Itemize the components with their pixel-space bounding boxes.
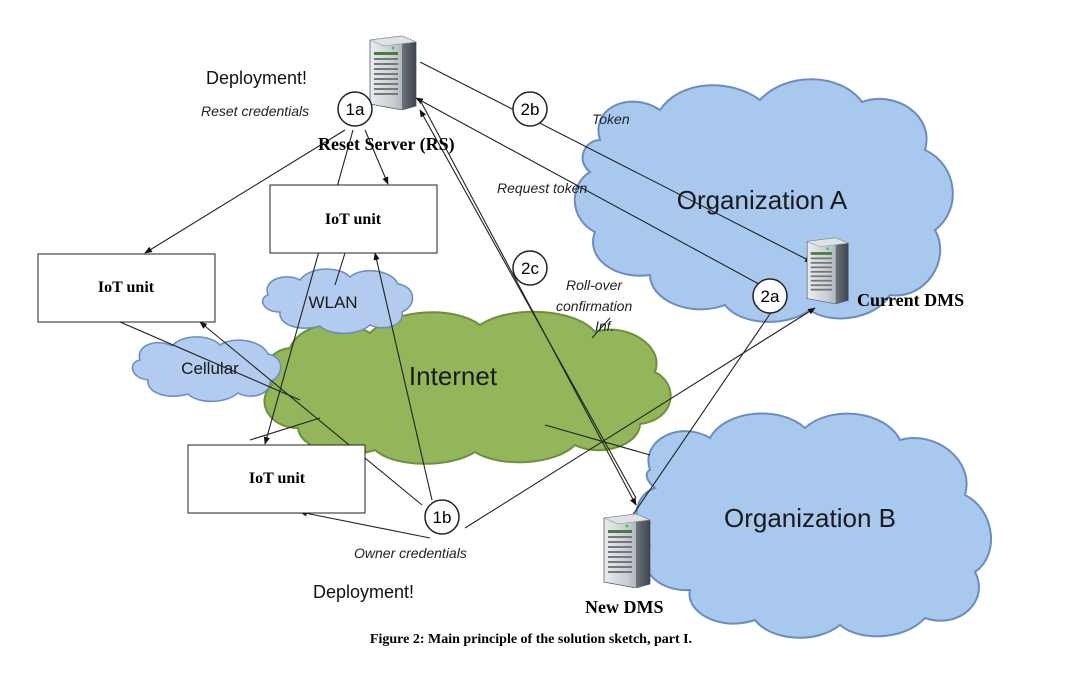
reset-server-label: Reset Server (RS) xyxy=(318,134,455,155)
arrow-request-token-to-rs xyxy=(415,97,771,291)
arrow-current-dms-to-new-dms xyxy=(627,291,786,523)
link-internet-org-a xyxy=(591,317,611,339)
rollover-label-line3: Inf. xyxy=(595,318,614,334)
arrow-1b-to-iot-top xyxy=(373,252,433,501)
arrow-rs-token-to-current-dms xyxy=(419,61,813,263)
reset-server xyxy=(369,35,417,110)
cellular-cloud: Cellular xyxy=(131,336,282,403)
step-1b-label: 1b xyxy=(433,508,452,527)
arrow-rs-to-new-dms xyxy=(419,99,637,506)
reset-credentials-label: Reset credentials xyxy=(201,103,309,119)
arrow-new-dms-to-rs xyxy=(419,109,637,499)
organization-b-cloud: Organization B xyxy=(635,412,992,639)
step-2c: 2c xyxy=(512,250,548,286)
figure-caption: Figure 2: Main principle of the solution… xyxy=(370,632,692,647)
iot-unit-left-label: IoT unit xyxy=(98,279,155,296)
internet-cloud: Internet xyxy=(263,310,672,465)
current-dms-label: Current DMS xyxy=(857,290,964,310)
internet-label: Internet xyxy=(409,361,498,391)
step-1b: 1b xyxy=(424,499,460,535)
step-2c-label: 2c xyxy=(521,259,539,278)
cellular-label: Cellular xyxy=(181,359,239,378)
iot-unit-top: IoT unit xyxy=(269,184,438,254)
link-iot-bottom-internet xyxy=(249,417,321,441)
organization-a-cloud-shape xyxy=(573,78,954,323)
iot-unit-bottom-label: IoT unit xyxy=(249,470,306,487)
deployment-bottom-label: Deployment! xyxy=(313,582,414,602)
new-dms-label: New DMS xyxy=(585,597,664,617)
wlan-cloud: WLAN xyxy=(261,268,414,335)
arrow-rs-to-iot-left xyxy=(144,129,346,254)
wlan-label: WLAN xyxy=(308,293,357,312)
link-internet-org-b xyxy=(544,424,651,456)
arrow-1b-to-current-dms xyxy=(464,307,816,529)
arrow-1b-to-iot-bottom xyxy=(299,510,431,539)
organization-b-label: Organization B xyxy=(724,503,896,533)
rollover-label-line1: Roll-over xyxy=(566,277,623,293)
current-dms-server-icon xyxy=(806,237,849,305)
organization-a-cloud: Organization A xyxy=(573,78,954,323)
step-2a: 2a xyxy=(752,278,788,314)
new-dms-server xyxy=(603,513,651,588)
reset-server-icon xyxy=(369,35,417,110)
iot-unit-bottom: IoT unit xyxy=(187,444,366,514)
arrow-rs-to-iot-bottom xyxy=(263,129,354,445)
organization-a-label: Organization A xyxy=(677,185,848,215)
link-iot-top-wlan xyxy=(334,252,346,286)
arrow-1b-to-iot-left xyxy=(199,321,423,506)
iot-unit-left: IoT unit xyxy=(37,253,216,323)
current-dms-server xyxy=(806,237,849,305)
step-1a-label: 1a xyxy=(346,100,365,119)
link-iot-left-internet xyxy=(119,321,301,401)
deployment-top-label: Deployment! xyxy=(206,68,307,88)
step-2b-label: 2b xyxy=(521,100,540,119)
arrow-rs-to-iot-top xyxy=(364,129,389,185)
owner-credentials-label: Owner credentials xyxy=(354,545,467,561)
rollover-label-line2: confirmation xyxy=(556,298,632,314)
step-2a-label: 2a xyxy=(761,287,780,306)
token-label: Token xyxy=(592,111,630,127)
cellular-cloud-shape xyxy=(131,336,282,403)
new-dms-server-icon xyxy=(603,513,651,588)
connection-lines xyxy=(119,252,651,456)
internet-cloud-shape xyxy=(263,310,672,465)
request-token-label: Request token xyxy=(497,180,587,196)
step-1a: 1a xyxy=(337,91,373,127)
step-2b: 2b xyxy=(512,91,548,127)
iot-unit-top-label: IoT unit xyxy=(325,211,382,228)
arrows xyxy=(144,61,816,539)
